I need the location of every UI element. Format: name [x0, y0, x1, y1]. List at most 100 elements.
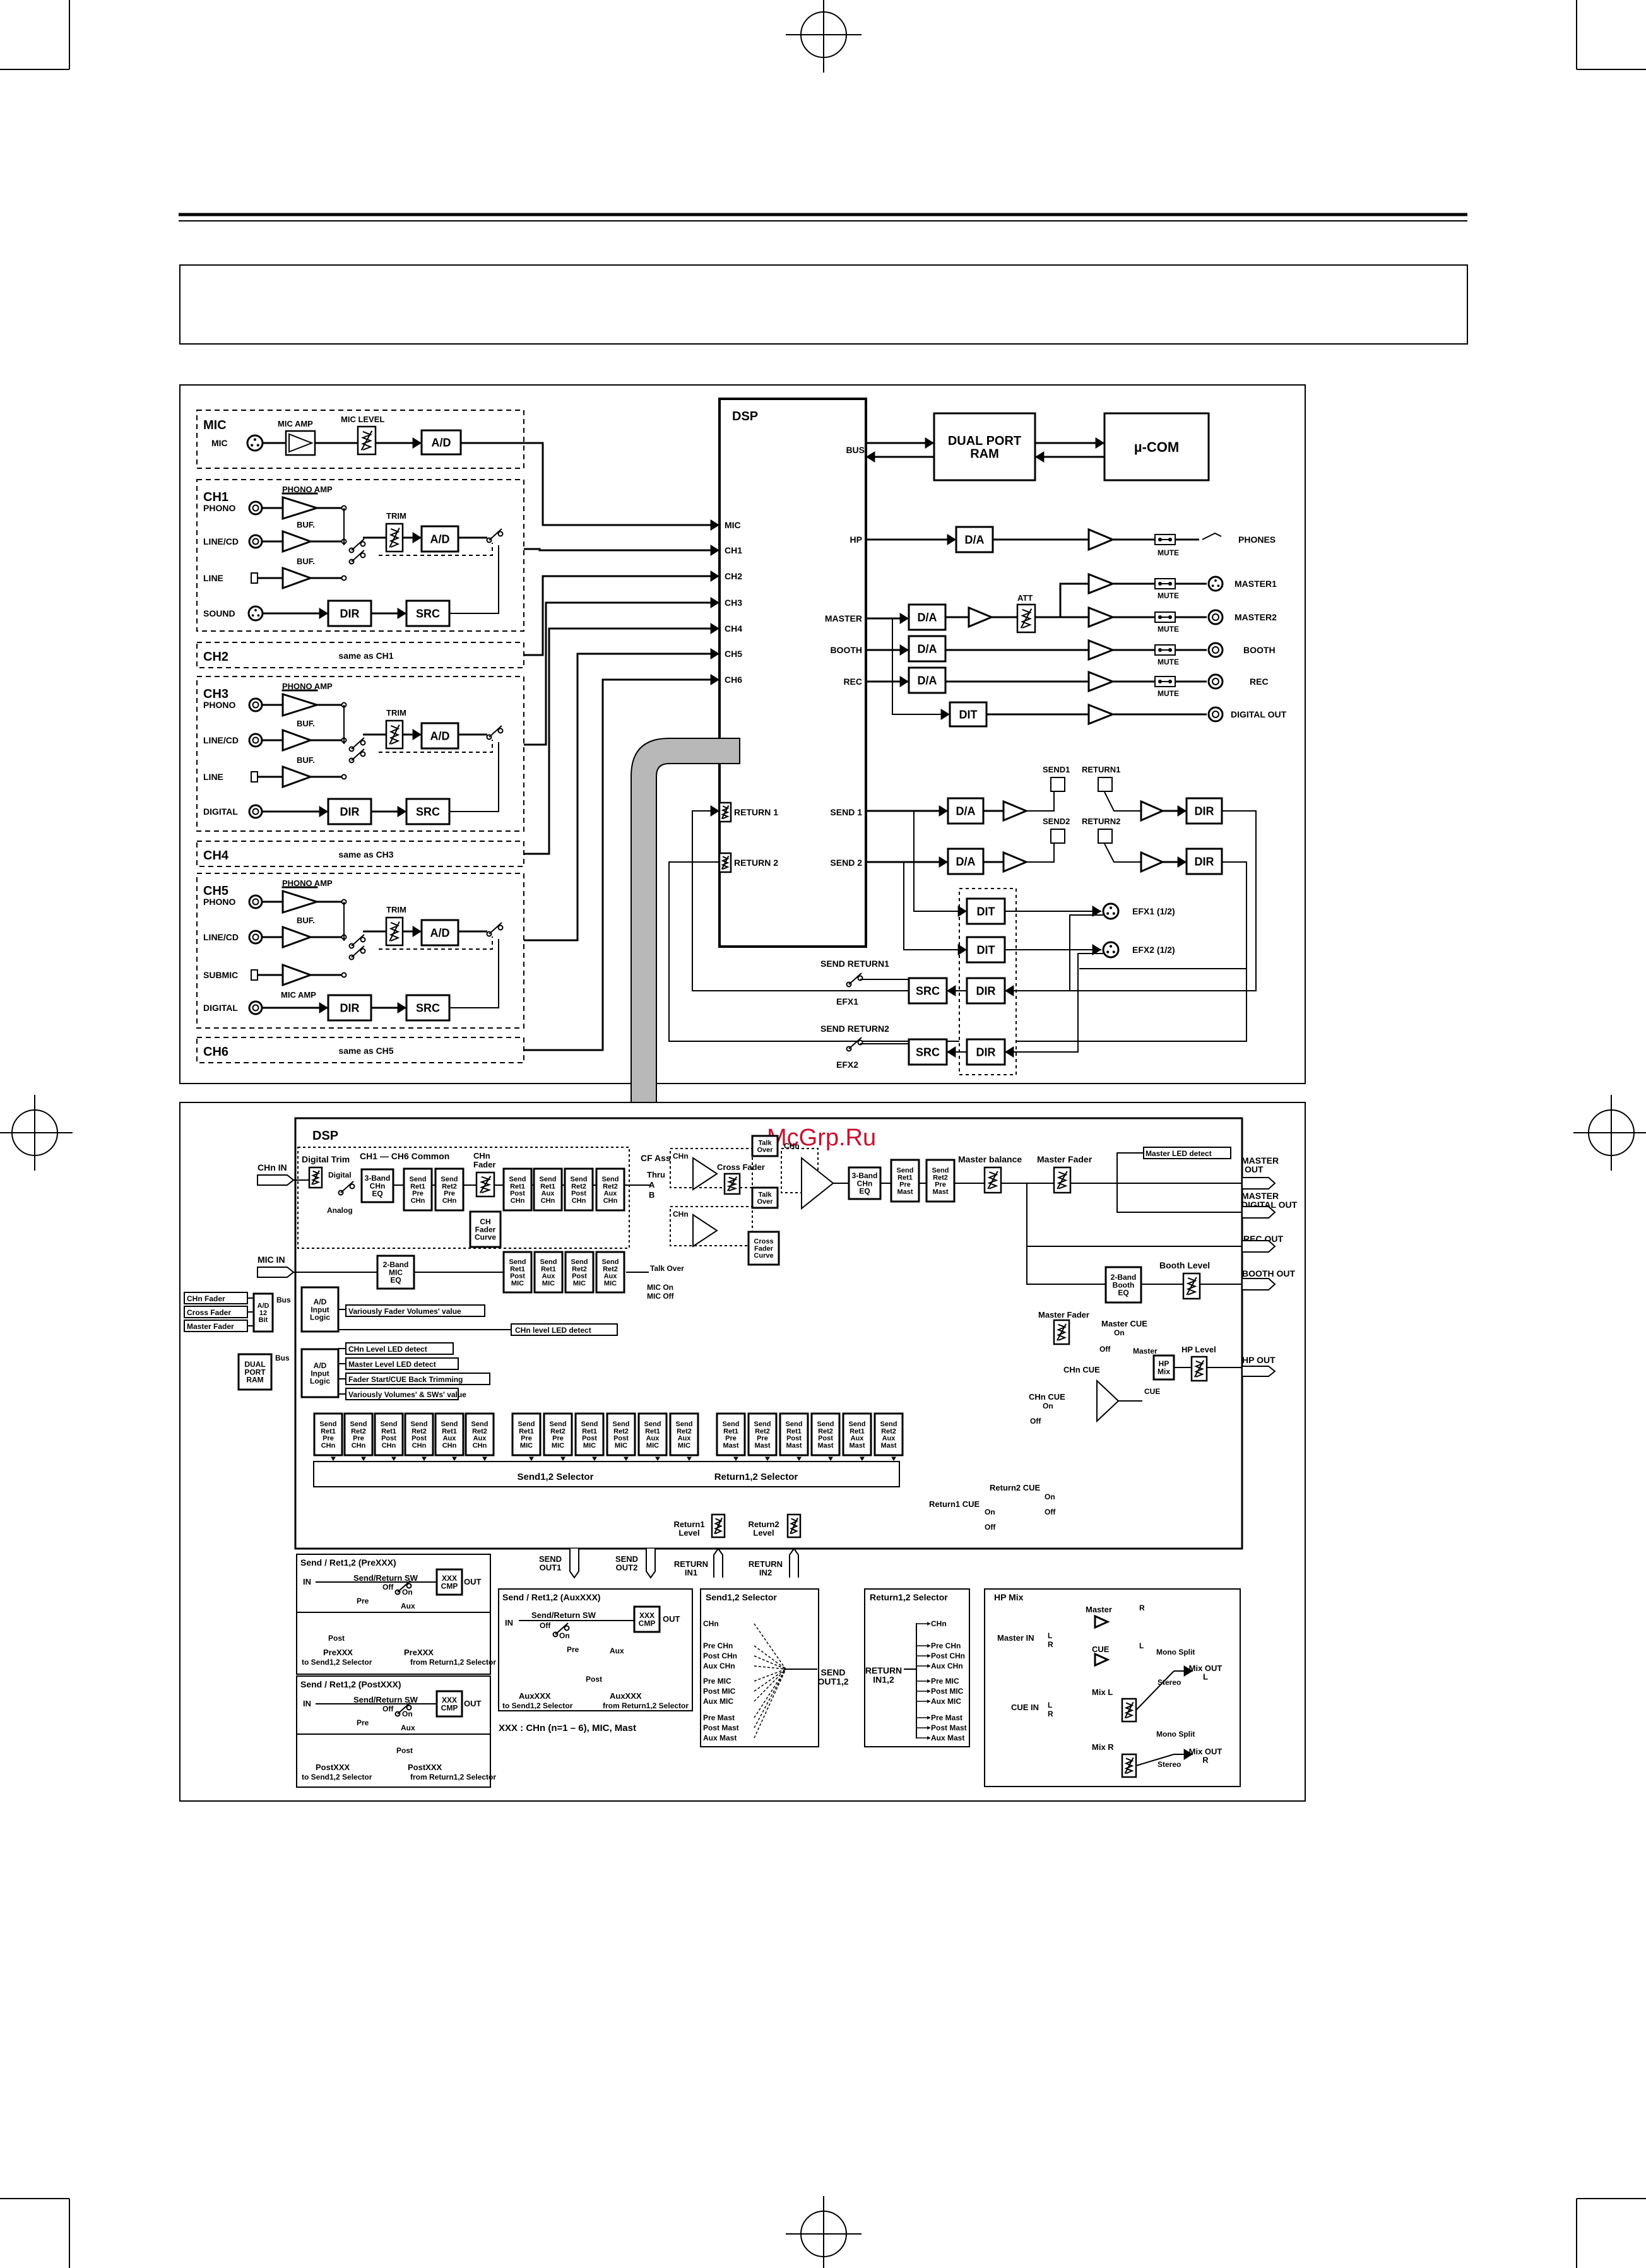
label-line: CHn [857, 1179, 873, 1188]
label: Post Mast [931, 1723, 967, 1732]
arrow-head [927, 1716, 930, 1720]
label-line: MIC [678, 1442, 690, 1450]
label-line: Pre [412, 1190, 423, 1198]
arrow-head [927, 1644, 930, 1648]
label: CHn [673, 1210, 689, 1219]
fader-resistor [311, 1170, 321, 1185]
arrow-head [331, 1456, 336, 1461]
label-line: EQ [390, 1276, 401, 1285]
signal-path [913, 811, 967, 912]
send-return-row-block [543, 1412, 573, 1456]
label-line: MIC [573, 1280, 586, 1287]
label: BUF. [297, 755, 315, 765]
label-line: Level [678, 1528, 699, 1538]
label-line: CHn [370, 1181, 386, 1190]
label-line: Post [381, 1435, 396, 1443]
label-line: Ret1 [510, 1183, 525, 1190]
label: On [985, 1508, 995, 1516]
label: CHn Level LED detect [348, 1345, 427, 1354]
return-in-port [713, 1547, 723, 1578]
dsp-detail-title: DSP [312, 1129, 338, 1143]
send-return-block [595, 1167, 625, 1212]
switch-blade [488, 528, 502, 541]
ch1-input-label: SOUND [203, 608, 235, 618]
label-line: Logic [310, 1313, 330, 1322]
label: B [649, 1190, 654, 1200]
label: HP Mix [994, 1592, 1024, 1602]
label-line: Aux [443, 1435, 457, 1443]
label: Off [1099, 1345, 1111, 1354]
signal-path [524, 575, 719, 656]
trim-label: TRIM [386, 905, 406, 914]
efx1-src-block-label: SRC [916, 984, 940, 997]
label-line: Aux [851, 1435, 865, 1443]
postxxx-frame [296, 1675, 491, 1788]
label-line: Fader [754, 1245, 774, 1253]
arrow-head [624, 1456, 629, 1461]
label: MUTE [1158, 689, 1179, 698]
label-line: Ret2 [571, 1183, 586, 1190]
label-line: CHn [442, 1197, 457, 1205]
arrow-head [1092, 944, 1101, 955]
amplifier-triangle [1087, 572, 1116, 595]
selector-line [754, 1645, 786, 1670]
label-line: Pre [353, 1435, 364, 1443]
jack-inner [1212, 678, 1219, 685]
arrow-head [452, 1456, 457, 1461]
label-line: Ret2 [572, 1265, 587, 1273]
ch1-input-label: PHONO [203, 503, 235, 513]
signal-path [524, 653, 719, 942]
ch5-input-label: SUBMIC [203, 970, 238, 980]
label: EFX1 (1/2) [1132, 906, 1175, 916]
arrow-head [319, 1002, 328, 1013]
phono-amp-label: PHONO AMP [282, 878, 333, 888]
label: Post [328, 1634, 345, 1643]
label-line: CHn [572, 1197, 586, 1205]
xlr-icon [1207, 576, 1224, 592]
label-line: Aux [542, 1273, 556, 1280]
send-return-block [403, 1167, 433, 1212]
label: MIC On [647, 1283, 673, 1292]
send-return-mic-block [533, 1251, 564, 1294]
label-line: CHn [382, 1442, 396, 1450]
label-line: A/D [258, 1302, 269, 1310]
arrow-head [927, 1622, 930, 1626]
cue-summing-amp [1096, 1379, 1120, 1423]
arrow-head [927, 1726, 930, 1730]
label-line: Aux [678, 1435, 692, 1443]
ch3-title: CH3 [203, 687, 228, 701]
link-dashed [379, 543, 493, 556]
label: OUT [464, 1577, 482, 1586]
arrow-head [655, 1456, 660, 1461]
label-line: Send [540, 1258, 557, 1266]
fader-resistor [721, 805, 730, 820]
label: MUTE [1158, 591, 1179, 600]
switch-blade [848, 1037, 862, 1049]
label: HP [850, 535, 862, 545]
switch-contact [406, 1704, 412, 1711]
ch3-input-label: LINE [203, 772, 223, 782]
label: RETURN 1 [734, 807, 778, 817]
hp-da-block [955, 526, 994, 553]
dual-port-ram-block [933, 412, 1036, 481]
arrow-head [957, 906, 967, 917]
label: OUT [464, 1699, 482, 1708]
label: Mono Split [1156, 1730, 1195, 1739]
label-line: Mix OUT [1189, 1747, 1223, 1756]
label: SEND 1 [830, 807, 862, 817]
label: On [1114, 1328, 1125, 1337]
efx1-dir-block-label: DIR [976, 984, 996, 997]
label: Master IN [997, 1633, 1034, 1643]
switch-contact [497, 531, 504, 537]
label-line: Ret1 [410, 1183, 425, 1190]
label-line: SEND [821, 1667, 846, 1677]
label-line: Ret2 [677, 1427, 692, 1435]
